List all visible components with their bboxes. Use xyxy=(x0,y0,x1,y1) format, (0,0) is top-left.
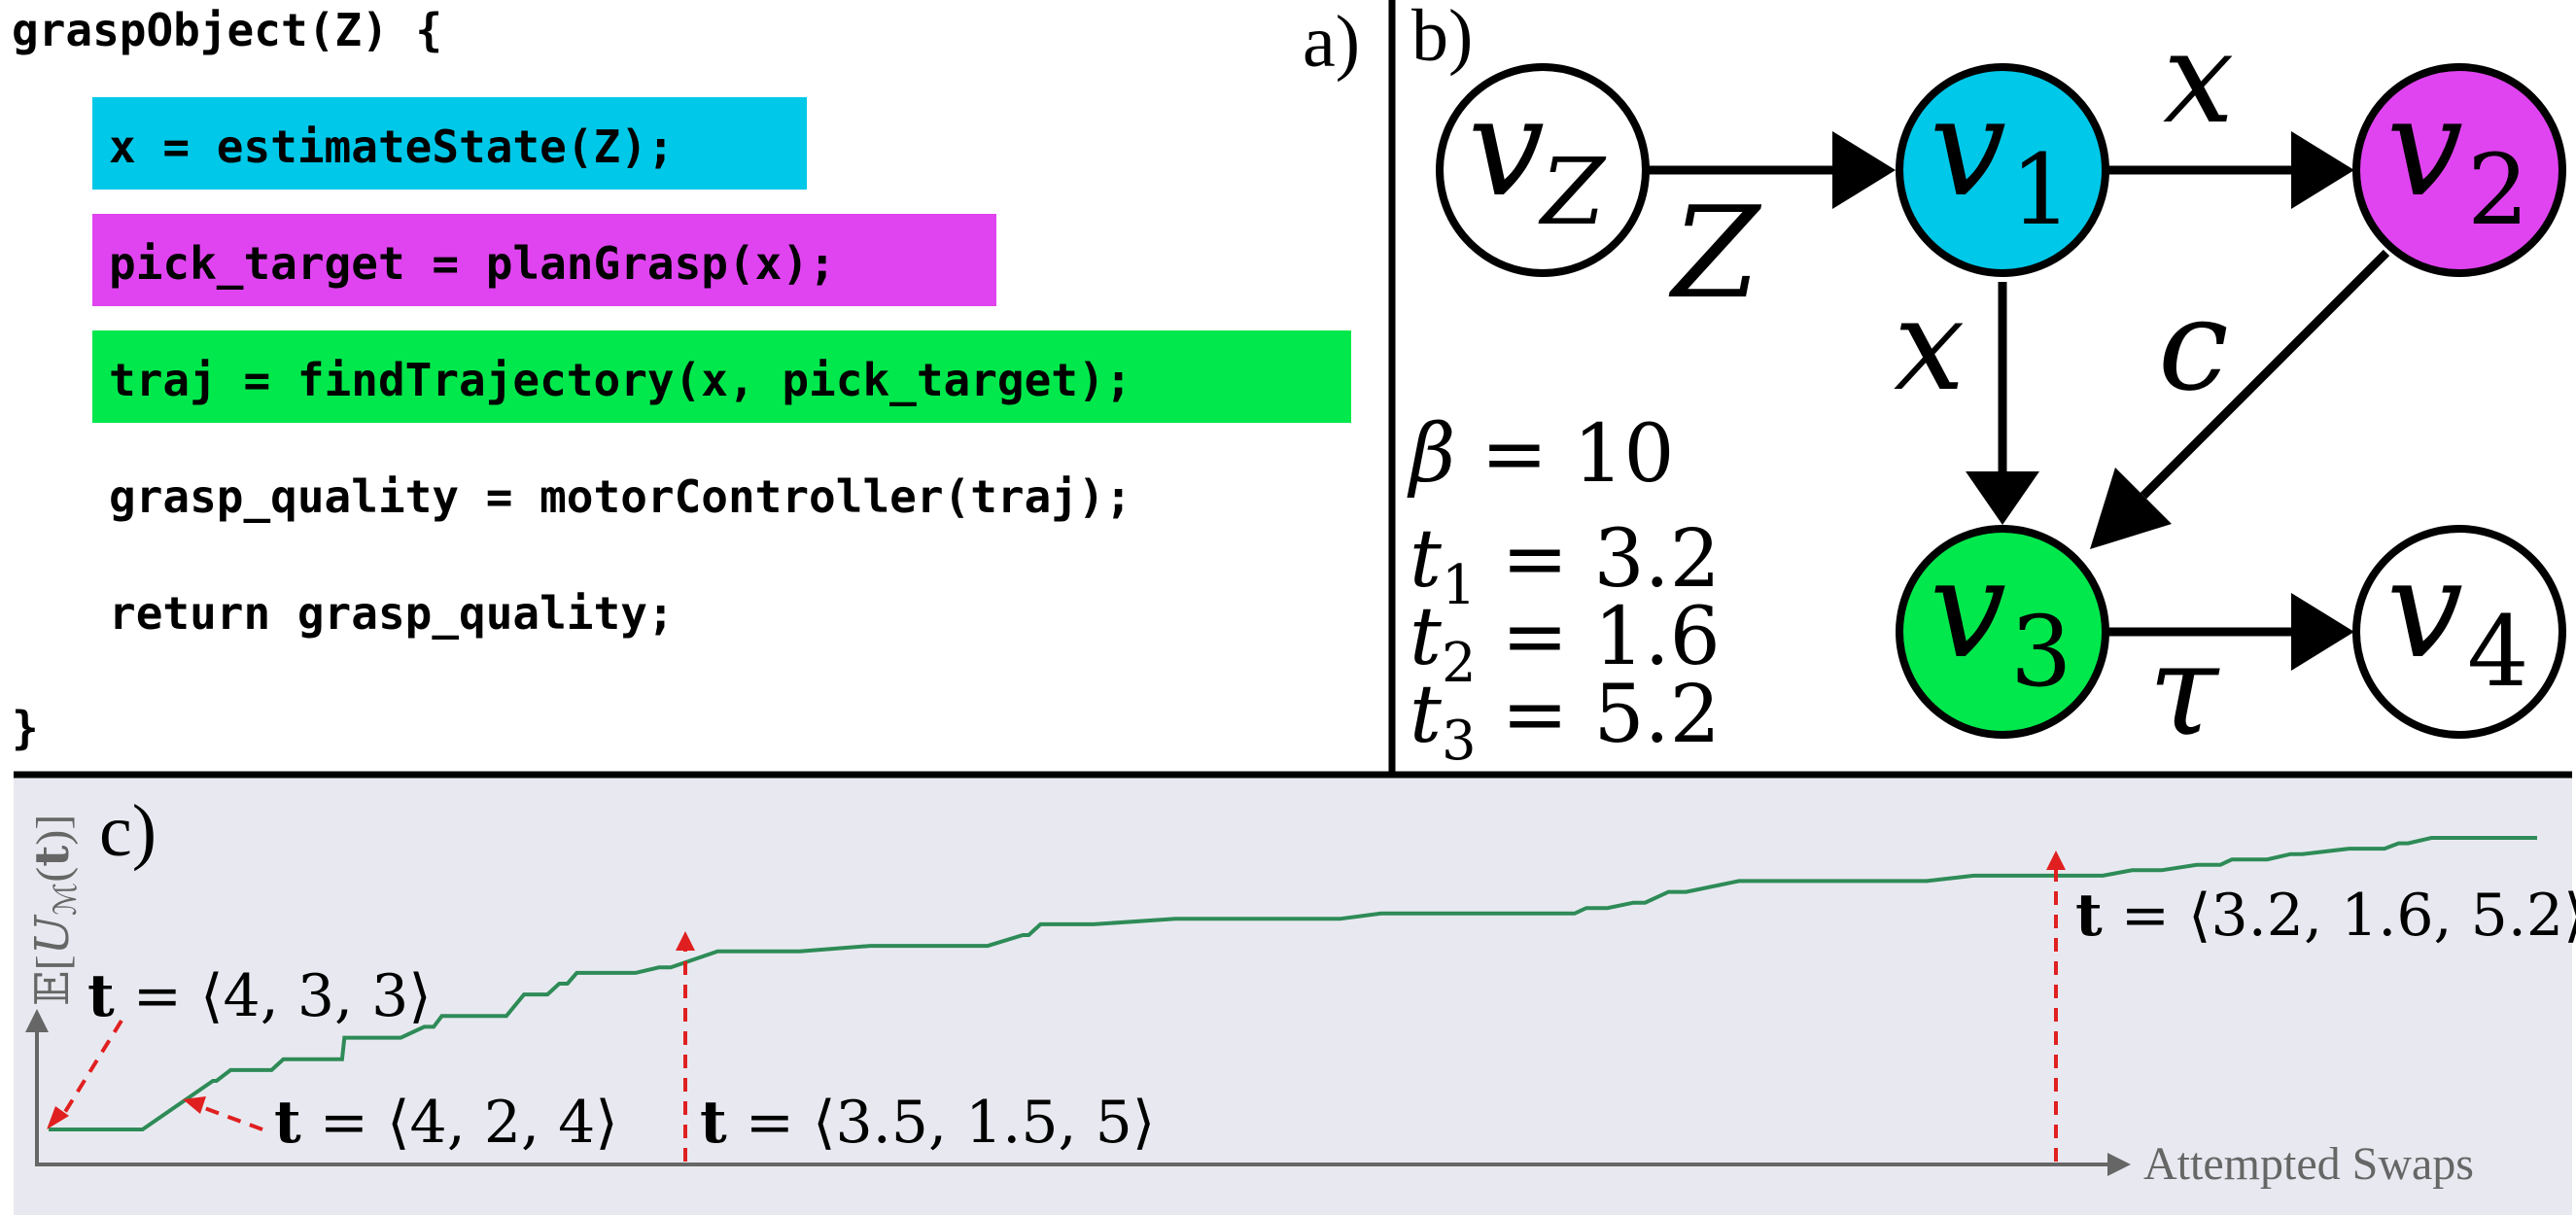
edge-v2-v3-arrowhead xyxy=(2090,468,2172,549)
graph-panel: b) Z x x c τ v Z v 1 xyxy=(1407,0,2566,773)
annotation-label-a3: t = ⟨3.5, 1.5, 5⟩ xyxy=(700,1089,1155,1157)
code-line-motor-controller: grasp_quality = motorController(traj); xyxy=(109,470,1131,523)
code-footer: } xyxy=(12,702,39,754)
edge-v1-v3-arrowhead xyxy=(1966,471,2039,525)
param-t3: t3 = 5.2 xyxy=(1410,669,1721,773)
edge-label-tau: τ xyxy=(2148,616,2220,764)
highlight-find-trajectory xyxy=(92,330,1351,423)
annotation-arrowhead-a3 xyxy=(676,931,695,951)
edge-label-x-left: x xyxy=(1894,271,1965,419)
code-header: graspObject(Z) { xyxy=(12,4,442,56)
node-vz-circle xyxy=(1436,63,1650,277)
series-line-0 xyxy=(49,836,2537,1131)
highlight-plan-grasp xyxy=(92,214,996,306)
annotation-label-a1: t = ⟨4, 3, 3⟩ xyxy=(87,962,432,1030)
node-v4: v 4 xyxy=(2352,525,2566,739)
node-v1-sub: 1 xyxy=(2010,133,2072,247)
node-v3: v 3 xyxy=(1896,525,2109,739)
code-line-plan-grasp: pick_target = planGrasp(x); xyxy=(109,237,836,290)
node-v3-circle xyxy=(1896,525,2109,739)
param-t2: t2 = 1.6 xyxy=(1410,591,1721,695)
plot-background xyxy=(14,779,2572,1215)
panel-label-b: b) xyxy=(1411,0,1473,77)
node-v2-sub: 2 xyxy=(2467,133,2529,247)
node-vz-base: v xyxy=(1468,69,1545,227)
edge-label-c: c xyxy=(2158,271,2229,419)
node-v4-sub: 4 xyxy=(2467,595,2529,709)
annotation-label-a2: t = ⟨4, 2, 4⟩ xyxy=(274,1089,618,1157)
annotation-arrow-a2 xyxy=(198,1104,263,1131)
param-t1: t1 = 3.2 xyxy=(1410,513,1721,617)
edge-label-z: Z xyxy=(1668,179,1762,327)
code-line-estimate-state: x = estimateState(Z); xyxy=(109,121,675,173)
node-v4-circle xyxy=(2352,525,2566,739)
graph-edges xyxy=(1648,131,2390,671)
annotation-arrow-a1 xyxy=(58,1019,123,1122)
node-vz-sub: Z xyxy=(1538,139,1607,246)
node-v1-circle xyxy=(1896,63,2109,277)
node-v2: v 2 xyxy=(2352,63,2566,277)
edge-v3-v4-arrowhead xyxy=(2291,593,2354,671)
annotation-arrows xyxy=(47,850,2066,1162)
node-v2-circle xyxy=(2352,63,2566,277)
node-v4-base: v xyxy=(2386,531,2463,689)
annotation-arrowhead-a4 xyxy=(2046,850,2066,870)
y-axis-label: 𝔼[Uℳ(t)] xyxy=(25,815,84,1006)
chart-series xyxy=(49,836,2537,1131)
node-v1: v 1 xyxy=(1896,63,2109,277)
node-vz: v Z xyxy=(1436,63,1650,277)
parameter-list: β = 10 t1 = 3.2 t2 = 1.6 t3 = 5.2 xyxy=(1407,408,1721,773)
node-v2-base: v xyxy=(2386,69,2463,227)
annotation-arrowhead-a2 xyxy=(183,1096,206,1114)
code-line-find-trajectory: traj = findTrajectory(x, pick_target); xyxy=(109,354,1131,406)
node-v3-sub: 3 xyxy=(2010,595,2072,709)
node-v3-base: v xyxy=(1930,531,2006,689)
edge-label-x-top: x xyxy=(2163,4,2234,152)
annotation-arrowhead-a1 xyxy=(47,1106,69,1129)
plot-panel: c) Attempted Swaps 𝔼[Uℳ(t)] t = ⟨4, 3, 3… xyxy=(14,779,2576,1215)
annotation-label-a4: t = ⟨3.2, 1.6, 5.2⟩ xyxy=(2075,882,2576,950)
x-axis-arrowhead xyxy=(2107,1153,2131,1176)
y-axis-arrowhead xyxy=(25,1009,49,1032)
panel-label-a: a) xyxy=(1303,1,1360,83)
highlight-estimate-state xyxy=(92,97,807,190)
edge-v1-v2-arrowhead xyxy=(2291,131,2354,209)
code-line-return: return grasp_quality; xyxy=(109,587,675,640)
edge-v2-v3 xyxy=(2140,249,2390,500)
code-panel: a) graspObject(Z) { x = estimateState(Z)… xyxy=(12,1,1360,754)
edge-vz-v1-arrowhead xyxy=(1832,131,1896,209)
x-axis-label: Attempted Swaps xyxy=(2143,1138,2474,1190)
panel-label-c: c) xyxy=(99,790,157,872)
param-beta: β = 10 xyxy=(1407,408,1675,501)
node-v1-base: v xyxy=(1930,69,2006,227)
